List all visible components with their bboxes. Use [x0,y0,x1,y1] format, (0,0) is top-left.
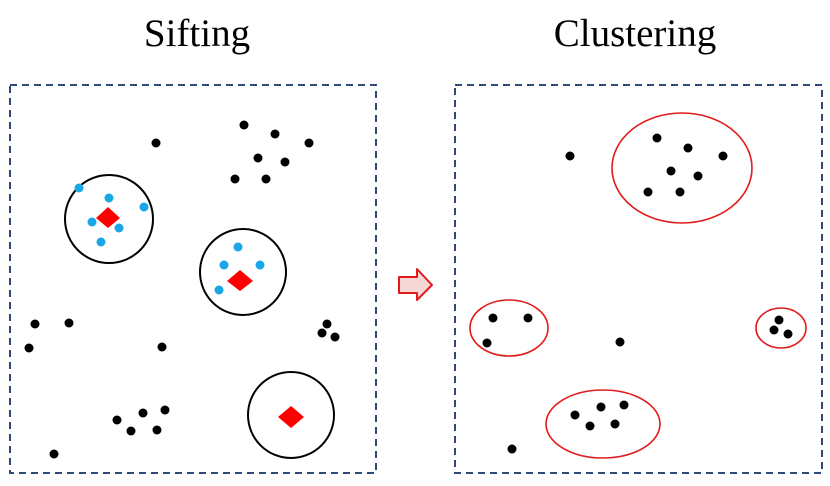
data-point [270,129,280,139]
sifted-point [233,242,243,252]
sifted-point [74,183,84,193]
data-point [565,151,575,161]
data-point [230,174,240,184]
data-point [610,419,620,429]
seed-diamond [227,270,253,291]
data-point [126,426,136,436]
data-point [693,171,703,181]
sifted-point [87,217,97,227]
cluster-ring [755,307,807,349]
right-arrow-icon [398,268,433,301]
data-point [783,329,793,339]
sifted-point [139,202,149,212]
cluster-ring [611,112,753,224]
data-point [261,174,271,184]
data-point [570,410,580,420]
data-point [24,343,34,353]
cluster-ring [469,299,549,357]
data-point [239,120,249,130]
data-point [138,408,148,418]
data-point [280,157,290,167]
data-point [151,138,161,148]
clustering-frame [454,84,823,474]
data-point [253,153,263,163]
data-point [585,421,595,431]
data-point [157,342,167,352]
data-point [322,319,332,329]
sifted-point [104,193,114,203]
sifting-title: Sifting [143,12,251,55]
clustering-points [482,133,793,454]
data-point [30,319,40,329]
data-point [482,338,492,348]
sift-circle [64,174,154,264]
data-point [523,313,533,323]
data-point [152,425,162,435]
data-point [619,400,629,410]
clustering-panel [454,84,823,474]
sifted-point [96,237,106,247]
data-point [718,151,728,161]
data-point [64,318,74,328]
sifted-point [214,285,224,295]
data-point [112,415,122,425]
data-point [683,143,693,153]
data-point [675,187,685,197]
data-point [304,138,314,148]
cluster-ring [545,389,661,459]
sifting-points [24,120,340,459]
sift-circle [247,371,335,459]
data-point [330,332,340,342]
data-point [160,405,170,415]
sifting-panel [9,84,377,474]
data-point [49,449,59,459]
data-point [769,325,779,335]
data-point [774,315,784,325]
data-point [488,313,498,323]
seed-diamond [96,207,120,228]
sifted-point [114,223,124,233]
sifted-points [74,183,265,295]
data-point [643,187,653,197]
sifted-point [255,260,265,270]
data-point [666,166,676,176]
sifted-point [219,260,229,270]
data-point [652,133,662,143]
clustering-title: Clustering [553,12,717,55]
data-point [596,402,606,412]
sifting-frame [9,84,377,474]
sift-circle [199,228,287,316]
data-point [507,444,517,454]
data-point [317,328,327,338]
seed-diamond [278,406,304,428]
data-point [615,337,625,347]
